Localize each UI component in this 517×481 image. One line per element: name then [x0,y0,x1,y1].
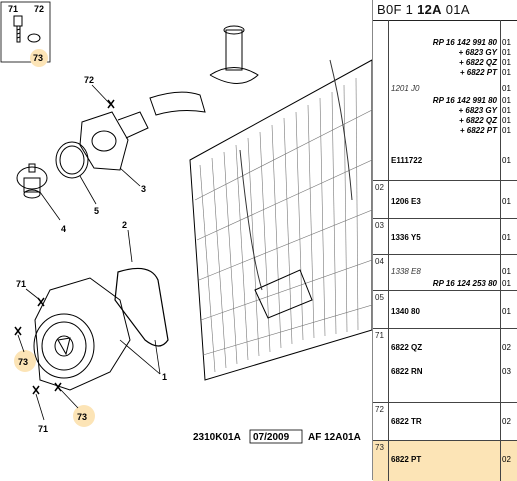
highlight-73-inset [30,49,48,67]
bolt-icon [13,15,41,43]
bolt-cross-73-left [14,326,22,336]
highlight-73-bottom [73,405,95,427]
part-qty: 02 [502,343,511,352]
part-number: 1338 E8 [391,267,421,276]
part-qty: 01 [502,267,511,276]
row-number: 04 [373,255,389,291]
part-number: + 6823 GY [458,106,497,115]
part-number: 6822 PT [391,455,422,464]
bolt-cross-71-bottom [32,385,40,395]
header-bold: 12A [417,2,442,17]
exploded-view-svg: 71 72 73 72 [0,1,372,444]
part-qty: 01 [502,106,511,115]
inset-box [0,1,51,63]
diagram-ref: AF 12A01A [308,432,361,443]
callout-2[interactable]: 2 [122,220,127,230]
bolt-cross-73-bottom [54,382,62,392]
part-number: 6822 RN [391,367,423,376]
water-pump [33,277,131,391]
callout-1[interactable]: 1 [162,372,167,382]
part-qty: 01 [502,38,511,47]
callout-4[interactable]: 4 [61,224,66,234]
part-qty: 02 [502,417,511,426]
callout-71-bottom[interactable]: 71 [38,424,48,434]
part-number: 1201 J0 [391,84,420,93]
part-number: 1340 80 [391,307,420,316]
part-number: + 6822 PT [459,126,497,135]
thermostat [16,163,48,199]
callout-72[interactable]: 72 [84,75,94,85]
header-suffix: 01A [441,2,470,17]
callout-71-left[interactable]: 71 [16,279,26,289]
part-number: + 6822 QZ [458,116,497,125]
part-qty: 01 [502,58,511,67]
diagram-date: 07/2009 [253,432,290,443]
pump-gasket [114,267,169,347]
header-prefix: B0F 1 [377,2,418,17]
radiator [149,25,372,381]
part-qty: 01 [502,48,511,57]
callout-73-left[interactable]: 73 [18,357,28,367]
date-box [249,429,303,444]
callout-73-bottom[interactable]: 73 [77,412,87,422]
panel-header: B0F 1 12A 01A [373,0,517,21]
part-qty: 01 [502,156,511,165]
part-qty: 01 [502,233,511,242]
parts-diagram: 71 72 73 72 [0,1,372,444]
part-number: 1336 Y5 [391,233,421,242]
row-number: 05 [373,291,389,329]
parts-list-panel: B0F 1 12A 01A RP 16 142 991 80 01 + 6823 G… [372,0,517,481]
row-number: 71 [373,329,389,403]
part-qty: 01 [502,279,511,288]
callout-3[interactable]: 3 [141,184,146,194]
row-number: 73 [373,441,389,481]
highlight-73-left [14,350,36,372]
part-number: + 6822 PT [459,68,497,77]
part-number: + 6822 QZ [458,58,497,67]
part-qty: 01 [502,96,511,105]
callout-73-inset[interactable]: 73 [33,53,43,63]
part-number: 6822 QZ [391,343,423,352]
row-01-continued: RP 16 142 991 80 01 + 6823 GY 01 + 6822 QZ 01… [373,20,517,180]
part-qty: 01 [502,197,511,206]
part-qty: 02 [502,455,511,464]
part-number: 6822 TR [391,417,422,426]
part-number: RP 16 142 991 80 [432,96,497,105]
gasket-ring [55,141,89,179]
part-number: RP 16 124 253 80 [432,279,497,288]
callout-5[interactable]: 5 [94,206,99,216]
part-qty: 01 [502,116,511,125]
part-qty: 01 [502,68,511,77]
part-number: + 6823 GY [458,48,497,57]
thermostat-housing [79,111,149,171]
part-qty: 03 [502,367,511,376]
row-number: 03 [373,219,389,255]
bolt-cross-72 [107,99,115,109]
part-number: RP 16 142 991 80 [432,38,497,47]
part-number: E111722 [391,156,423,165]
part-number: 1206 E3 [391,197,421,206]
diagram-code: 2310K01A [193,432,241,443]
callout-71-inset[interactable]: 71 [8,4,18,14]
part-qty: 01 [502,307,511,316]
part-qty: 01 [502,126,511,135]
row-number: 72 [373,403,389,441]
callout-72-inset[interactable]: 72 [34,4,44,14]
row-number: 02 [373,181,389,219]
part-qty: 01 [502,84,511,93]
